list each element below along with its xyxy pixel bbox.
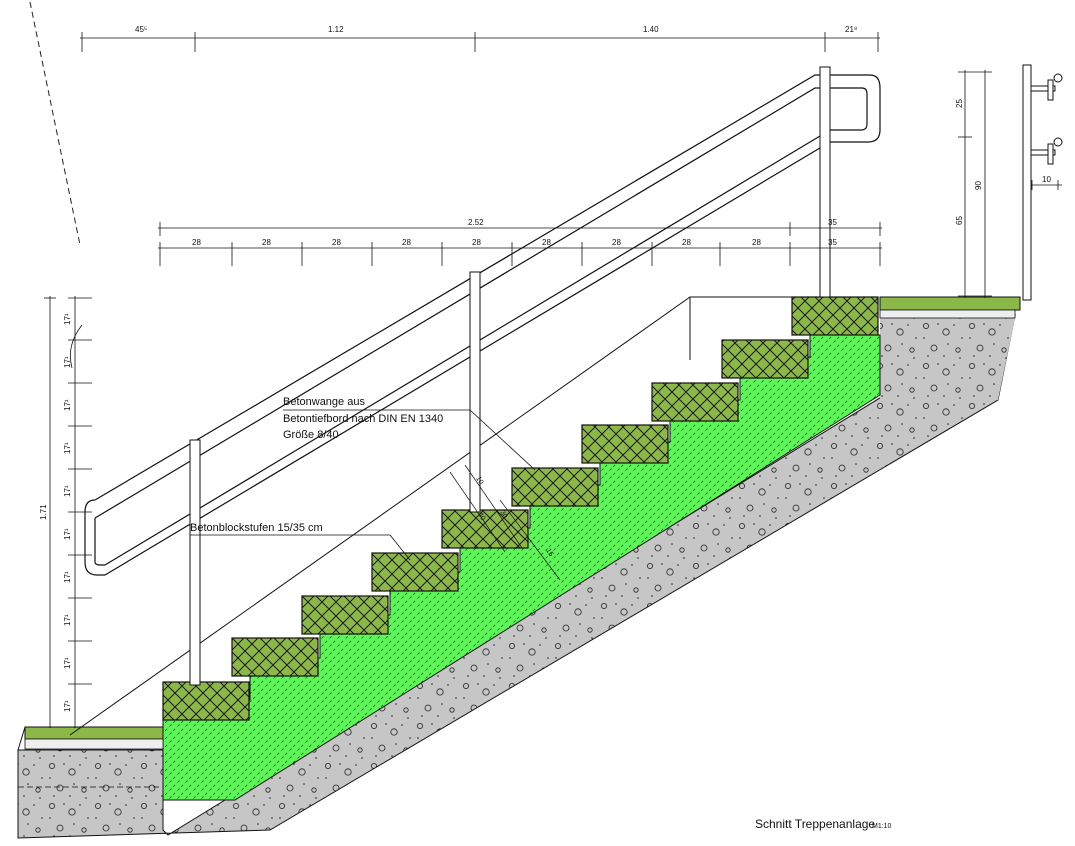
lawn-top xyxy=(879,296,1021,311)
dimension-total xyxy=(158,222,882,236)
dim-right-65: 65 xyxy=(955,216,964,225)
concrete-bedding xyxy=(162,334,881,801)
dim-rise-9: 17¹ xyxy=(63,657,72,669)
label-stufen: Betonblockstufen 15/35 cm xyxy=(190,522,323,534)
dim-handrail-offset: 10 xyxy=(1042,175,1051,184)
dim-top-4: 21⁸ xyxy=(845,25,857,34)
dim-rise-5: 17¹ xyxy=(63,485,72,497)
step-3 xyxy=(301,595,389,635)
dimension-right xyxy=(958,70,1062,298)
step-1 xyxy=(162,681,250,721)
dim-total-height: 1.71 xyxy=(39,504,48,520)
base-layer-top xyxy=(879,309,1016,319)
dim-top-3: 1.40 xyxy=(643,25,659,34)
dim-right-25: 25 xyxy=(955,99,964,108)
dim-top-2: 1.12 xyxy=(328,25,344,34)
dim-rise-2: 17¹ xyxy=(63,356,72,368)
handrail xyxy=(84,74,881,576)
step-8 xyxy=(651,382,739,422)
step-9 xyxy=(721,339,809,379)
gravel-base-right xyxy=(880,318,1015,410)
detail-dim-30: 30 xyxy=(498,510,508,520)
dim-tread-7: 28 xyxy=(612,238,621,247)
detail-dim-10: 10 xyxy=(474,476,484,486)
dimension-treads xyxy=(158,242,882,266)
lawn-bottom xyxy=(24,726,164,740)
detail-dim-40: 40 xyxy=(476,512,486,522)
label-wange-line3: Größe 8/40 xyxy=(283,429,339,441)
handrail-detail xyxy=(1022,64,1063,301)
block-steps xyxy=(162,296,879,721)
dim-rise-7: 17¹ xyxy=(63,571,72,583)
dim-total-landing: 35 xyxy=(828,218,837,227)
label-wange-line2: Betontiefbord nach DIN EN 1340 xyxy=(283,413,443,425)
base-layer-bottom xyxy=(24,738,164,750)
dim-rise-10: 17¹ xyxy=(63,700,72,712)
dim-tread-8: 28 xyxy=(682,238,691,247)
dim-tread-4: 28 xyxy=(402,238,411,247)
label-wange-line1: Betonwange aus xyxy=(283,396,365,408)
drawing-title: Schnitt Treppenanlage xyxy=(755,817,875,831)
dimension-rises xyxy=(44,296,92,728)
step-6 xyxy=(511,467,599,507)
detail-dim-15: 15 xyxy=(544,548,554,558)
dim-tread-5: 28 xyxy=(472,238,481,247)
dim-tread-10: 35 xyxy=(828,238,837,247)
dashed-reference-line xyxy=(29,1,81,246)
dim-tread-2: 28 xyxy=(262,238,271,247)
dim-rise-4: 17¹ xyxy=(63,442,72,454)
dim-top-1: 45⁵ xyxy=(135,25,147,34)
dim-tread-6: 28 xyxy=(542,238,551,247)
step-4 xyxy=(371,552,459,592)
dim-total-run: 2.52 xyxy=(468,218,484,227)
dim-right-90: 90 xyxy=(974,181,983,190)
step-7 xyxy=(581,424,669,464)
dim-rise-6: 17¹ xyxy=(63,528,72,540)
dim-tread-9: 28 xyxy=(752,238,761,247)
step-5 xyxy=(441,509,529,549)
step-2 xyxy=(231,637,319,677)
dim-rise-3: 17¹ xyxy=(63,399,72,411)
handrail-posts xyxy=(189,66,831,686)
detail-dims xyxy=(449,464,561,581)
dim-tread-3: 28 xyxy=(332,238,341,247)
dim-tread-1: 28 xyxy=(192,238,201,247)
dim-rise-8: 17¹ xyxy=(63,614,72,626)
drawing-scale: M1:10 xyxy=(872,823,892,830)
step-10 xyxy=(791,296,879,336)
dim-rise-1: 17¹ xyxy=(63,313,72,325)
dimension-top xyxy=(80,32,880,52)
